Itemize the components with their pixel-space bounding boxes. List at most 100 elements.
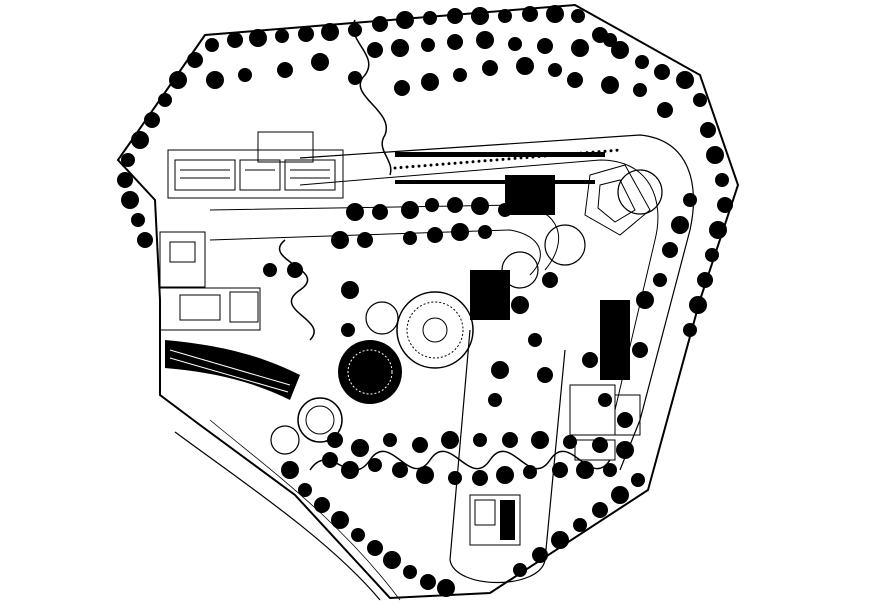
- tree: [331, 511, 349, 529]
- tree: [351, 528, 365, 542]
- tree: [662, 242, 678, 258]
- tree: [717, 197, 733, 213]
- tree: [502, 432, 518, 448]
- shrub: [453, 161, 457, 165]
- tree: [401, 201, 419, 219]
- tree: [476, 31, 494, 49]
- tree: [657, 102, 673, 118]
- tree: [121, 191, 139, 209]
- shrub: [513, 156, 517, 160]
- tree: [447, 34, 463, 50]
- shrub: [393, 166, 397, 170]
- tree: [532, 547, 548, 563]
- tree: [571, 9, 585, 23]
- shrub: [573, 152, 577, 156]
- tree: [144, 112, 160, 128]
- tree: [523, 465, 537, 479]
- shrub: [597, 150, 601, 154]
- tree: [137, 232, 153, 248]
- circular-plazas: [270, 169, 663, 455]
- tree: [341, 461, 359, 479]
- tree-canopies: [117, 5, 733, 597]
- shrub: [561, 153, 565, 157]
- tree: [631, 473, 645, 487]
- tree: [447, 197, 463, 213]
- tree: [537, 367, 553, 383]
- tree: [697, 272, 713, 288]
- tree: [453, 68, 467, 82]
- tree: [683, 193, 697, 207]
- tree: [287, 262, 303, 278]
- terrace-stripes: [169, 349, 291, 393]
- shrub: [525, 155, 529, 159]
- tree: [573, 518, 587, 532]
- main-building: [167, 131, 344, 199]
- shrub: [501, 157, 505, 161]
- tree: [582, 352, 598, 368]
- tree: [715, 173, 729, 187]
- tree: [394, 80, 410, 96]
- tree: [391, 39, 409, 57]
- tree: [346, 203, 364, 221]
- tree: [396, 11, 414, 29]
- tree: [392, 462, 408, 478]
- tree: [341, 281, 359, 299]
- tree: [611, 41, 629, 59]
- tree: [121, 153, 135, 167]
- tree: [498, 203, 512, 217]
- tree: [298, 483, 312, 497]
- tree: [576, 461, 594, 479]
- tree: [441, 431, 459, 449]
- shrub: [567, 152, 571, 156]
- tree: [351, 439, 369, 457]
- tree: [420, 574, 436, 590]
- tree: [563, 435, 577, 449]
- shrub: [429, 163, 433, 167]
- tree: [448, 471, 462, 485]
- tree: [427, 227, 443, 243]
- tree: [372, 16, 388, 32]
- shrub: [615, 148, 619, 152]
- tree: [421, 73, 439, 91]
- tree: [601, 76, 619, 94]
- tree: [635, 55, 649, 69]
- shrub: [543, 154, 547, 158]
- tree: [542, 272, 558, 288]
- tree: [383, 551, 401, 569]
- tree: [603, 33, 617, 47]
- tree: [546, 5, 564, 23]
- shrub: [471, 160, 475, 164]
- tree: [592, 502, 608, 518]
- tree: [706, 146, 724, 164]
- tree: [187, 52, 203, 68]
- tree: [700, 122, 716, 138]
- tree: [617, 412, 633, 428]
- main-promenade-inner: [299, 159, 659, 411]
- tree: [447, 8, 463, 24]
- shrub: [417, 164, 421, 168]
- tree: [471, 7, 489, 25]
- tree: [471, 197, 489, 215]
- shrub: [591, 150, 595, 154]
- tree: [551, 531, 569, 549]
- tree: [683, 323, 697, 337]
- tree: [488, 393, 502, 407]
- shrub: [603, 149, 607, 153]
- shrub: [447, 162, 451, 166]
- shrub: [555, 153, 559, 157]
- main-promenade: [299, 134, 695, 471]
- winding-path-top: [352, 19, 392, 176]
- tree: [131, 213, 145, 227]
- shrub: [507, 157, 511, 161]
- tree: [632, 342, 648, 358]
- tree: [322, 452, 338, 468]
- wavy-path-bottom: [309, 450, 611, 471]
- tree: [275, 29, 289, 43]
- tree: [603, 463, 617, 477]
- tree: [689, 296, 707, 314]
- tree: [403, 565, 417, 579]
- tree: [693, 93, 707, 107]
- tree: [592, 437, 608, 453]
- tree: [498, 9, 512, 23]
- tree: [416, 466, 434, 484]
